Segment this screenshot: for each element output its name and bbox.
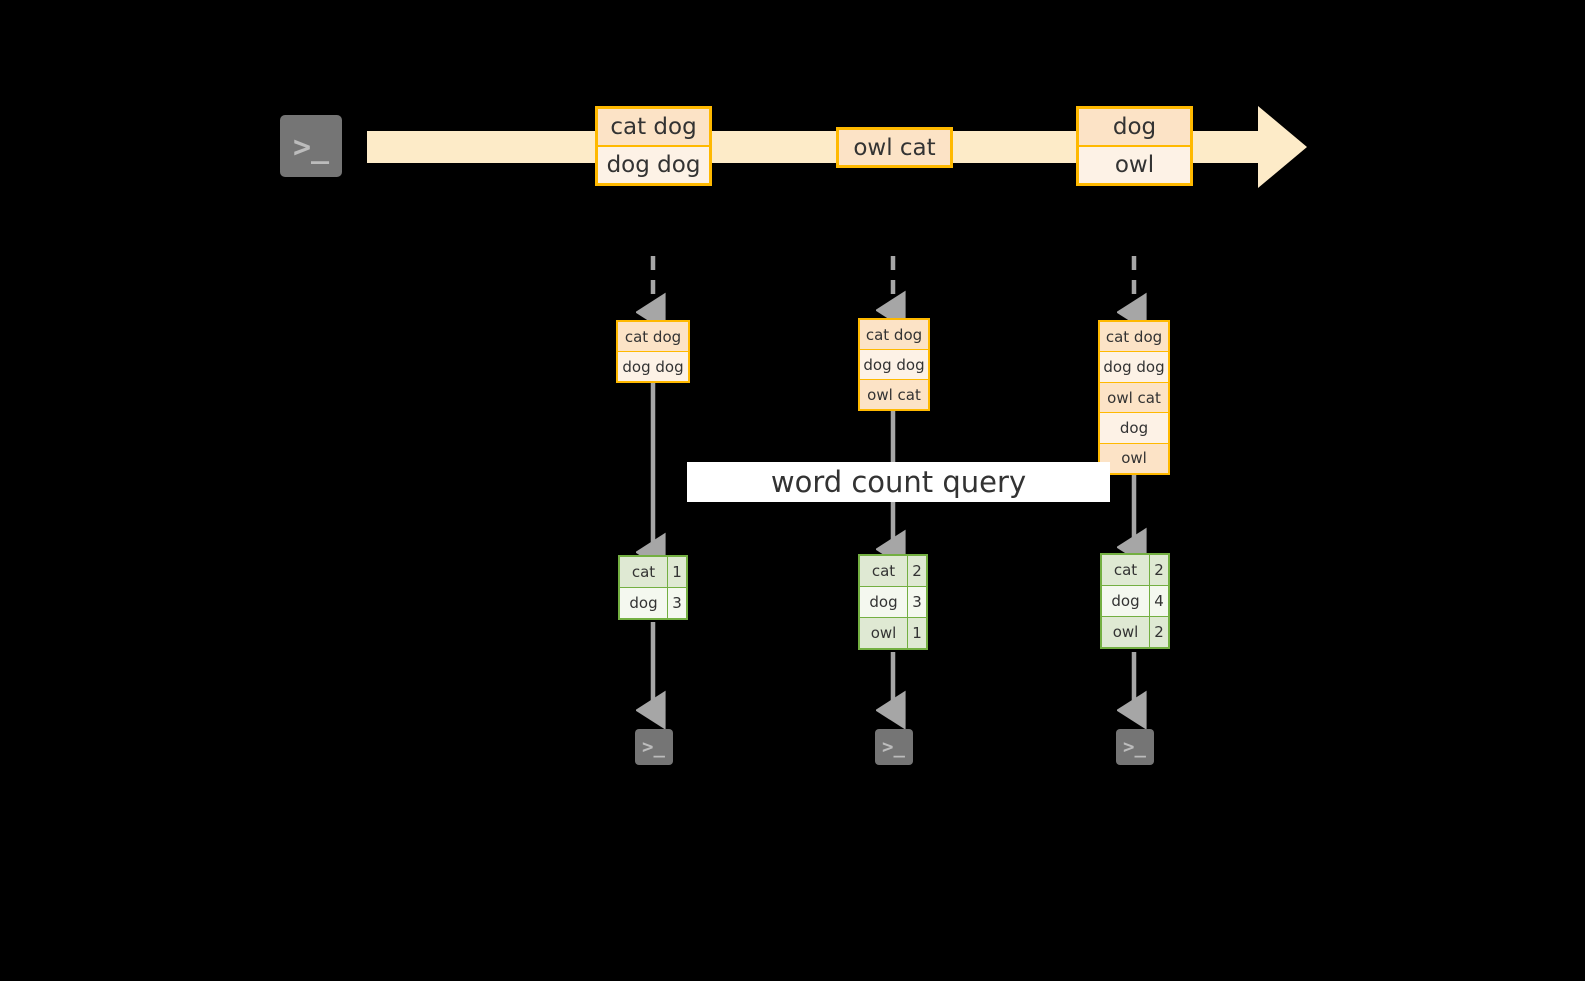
- snapshot-input-1: cat dog dog dog: [616, 320, 690, 383]
- result-word: cat: [860, 556, 907, 586]
- stream-record-line: dog: [1079, 109, 1190, 145]
- result-word: cat: [620, 557, 667, 587]
- table-row: cat 2: [1102, 555, 1168, 585]
- result-count: 3: [667, 588, 686, 618]
- stream-to-snapshot-arrows: [653, 256, 1134, 312]
- snapshot-input-2: cat dog dog dog owl cat: [858, 318, 930, 411]
- result-table-1: cat 1 dog 3: [618, 555, 688, 620]
- stream-record-line: owl cat: [839, 130, 950, 165]
- result-count: 4: [1149, 586, 1168, 616]
- result-word: cat: [1102, 555, 1149, 585]
- table-row: owl 2: [1102, 616, 1168, 647]
- result-word: owl: [860, 618, 907, 648]
- sink-terminal-icon-1: >_: [627, 721, 681, 773]
- stream-record-line: dog dog: [598, 145, 709, 183]
- result-count: 2: [1149, 617, 1168, 647]
- snapshot-input-line: owl cat: [860, 379, 928, 409]
- terminal-prompt-glyph: >_: [642, 736, 665, 758]
- table-row: dog 4: [1102, 585, 1168, 616]
- stream-record-2: owl cat: [836, 127, 953, 168]
- table-row: owl 1: [860, 617, 926, 648]
- snapshot-input-line: dog: [1100, 412, 1168, 443]
- stream-record-line: owl: [1079, 145, 1190, 183]
- stream-record-line: cat dog: [598, 109, 709, 145]
- query-label: word count query: [687, 462, 1110, 502]
- terminal-prompt-glyph: >_: [293, 130, 330, 165]
- terminal-prompt-glyph: >_: [882, 736, 905, 758]
- stream-record-1: cat dog dog dog: [595, 106, 712, 186]
- result-word: owl: [1102, 617, 1149, 647]
- terminal-screen: [1116, 729, 1154, 765]
- stream-record-3: dog owl: [1076, 106, 1193, 186]
- snapshot-input-line: owl: [1100, 442, 1168, 474]
- table-row: cat 2: [860, 556, 926, 586]
- result-count: 2: [907, 556, 926, 586]
- result-to-sink-arrows: [653, 622, 1134, 710]
- snapshot-input-line: cat dog: [618, 322, 688, 351]
- result-table-2: cat 2 dog 3 owl 1: [858, 554, 928, 650]
- source-terminal-icon: >_: [271, 106, 351, 186]
- snapshot-input-line: dog dog: [618, 351, 688, 381]
- table-row: dog 3: [620, 587, 686, 618]
- result-count: 1: [907, 618, 926, 648]
- result-word: dog: [1102, 586, 1149, 616]
- result-count: 1: [667, 557, 686, 587]
- result-word: dog: [860, 587, 907, 617]
- result-count: 3: [907, 587, 926, 617]
- sink-terminal-icon-3: >_: [1108, 721, 1162, 773]
- result-word: dog: [620, 588, 667, 618]
- terminal-prompt-glyph: >_: [1123, 736, 1146, 758]
- terminal-screen: [875, 729, 913, 765]
- snapshot-input-line: owl cat: [1100, 381, 1168, 413]
- terminal-screen: [635, 729, 673, 765]
- result-table-3: cat 2 dog 4 owl 2: [1100, 553, 1170, 649]
- snapshot-input-line: dog dog: [1100, 351, 1168, 382]
- sink-terminal-icon-2: >_: [867, 721, 921, 773]
- table-row: dog 3: [860, 586, 926, 617]
- snapshot-input-line: cat dog: [1100, 322, 1168, 352]
- terminal-screen: [280, 115, 342, 177]
- snapshot-input-line: dog dog: [860, 349, 928, 379]
- snapshot-input-line: cat dog: [860, 320, 928, 349]
- snapshot-input-3: cat dog dog dog owl cat dog owl: [1098, 320, 1170, 475]
- result-count: 2: [1149, 555, 1168, 585]
- table-row: cat 1: [620, 557, 686, 587]
